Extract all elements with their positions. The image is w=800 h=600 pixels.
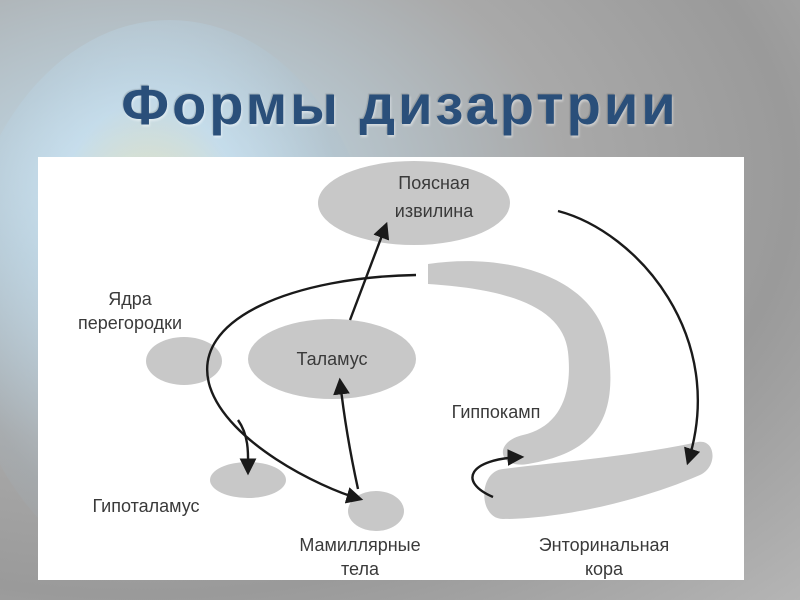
label-mammillary-line2: тела — [341, 559, 380, 579]
label-septal-line1: Ядра — [108, 289, 153, 309]
label-entorhinal-line2: кора — [585, 559, 624, 579]
arrow-entorhinal-to-hippocampus — [471, 449, 525, 499]
label-mammillary-line1: Мамиллярные — [299, 535, 420, 555]
label-septal-line2: перегородки — [78, 313, 182, 333]
hippocampus-shape — [428, 261, 611, 465]
arrow-mammillary-to-thalamus — [333, 377, 360, 490]
limbic-system-diagram: Поясная извилина Ядра перегородки Таламу… — [78, 161, 713, 579]
label-cingulate-line2: извилина — [395, 201, 474, 221]
slide-title: Формы дизартрии — [121, 73, 679, 136]
arrow-fornix-to-hypothalamus — [237, 419, 257, 476]
arrow-fornix-to-mammillary — [206, 273, 417, 504]
diagram-panel: Поясная извилина Ядра перегородки Таламу… — [38, 157, 744, 580]
entorhinal-cortex-shape — [484, 441, 713, 519]
arrow-thalamus-to-cingulate — [348, 221, 390, 321]
septal-nuclei-shape — [146, 337, 222, 385]
label-entorhinal-line1: Энторинальная — [539, 535, 670, 555]
label-hypothalamus: Гипоталамус — [92, 496, 199, 516]
arrow-cingulate-to-entorhinal — [557, 209, 701, 466]
hypothalamus-shape — [210, 462, 286, 498]
label-cingulate-line1: Поясная — [398, 173, 469, 193]
thalamus-shape — [248, 319, 416, 399]
label-thalamus: Таламус — [296, 349, 367, 369]
label-hippocampus: Гиппокамп — [452, 402, 541, 422]
cingulate-gyrus-shape — [318, 161, 510, 245]
